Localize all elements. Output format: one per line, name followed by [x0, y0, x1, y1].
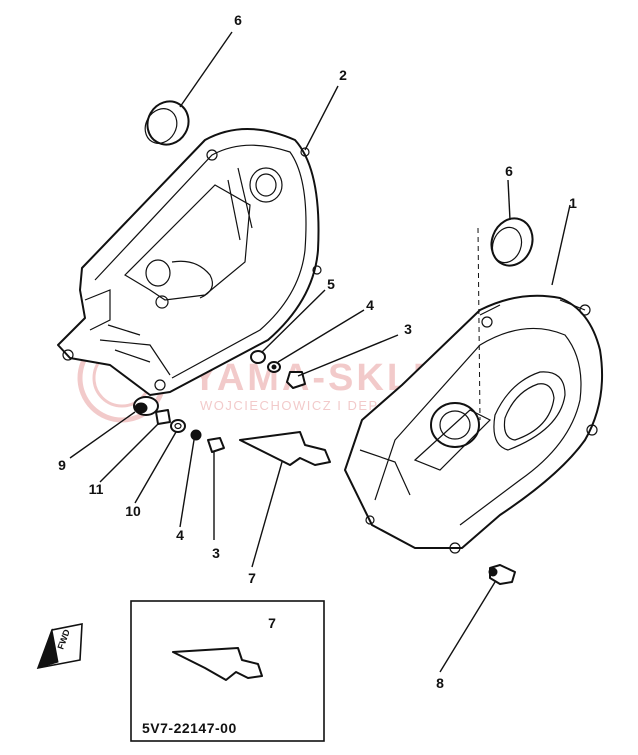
- part-4-washer-bottom: [190, 429, 202, 441]
- part-11-spacer: [155, 409, 171, 425]
- part-8-bolt: [488, 564, 516, 585]
- callout-8: 8: [436, 675, 444, 691]
- callout-4-top: 4: [366, 297, 374, 313]
- inset-box: 7 5V7-22147-00: [130, 600, 325, 742]
- callout-9: 9: [58, 457, 66, 473]
- part-10-washer: [170, 419, 186, 433]
- callout-2: 2: [339, 67, 347, 83]
- callout-11: 11: [89, 481, 104, 497]
- leader-lines: [69, 31, 571, 673]
- part-7-plate-main: [239, 431, 331, 466]
- callouts: 6 2 6 1 5 4 3 9 11 10 4 3 7 8: [58, 12, 577, 691]
- part-2-inner-cover: [57, 128, 322, 396]
- callout-7-inset: 7: [268, 615, 276, 631]
- callout-1: 1: [569, 195, 577, 211]
- callout-7-main: 7: [248, 570, 256, 586]
- part-9-collar: [133, 396, 159, 416]
- inset-part-number: 5V7-22147-00: [142, 720, 237, 736]
- callout-3-bottom: 3: [212, 545, 220, 561]
- callout-6-right: 6: [505, 163, 513, 179]
- part-4-washer-top: [267, 361, 281, 373]
- callout-4-bottom: 4: [176, 527, 184, 543]
- part-3-bolt-bottom: [207, 437, 225, 453]
- callout-10: 10: [125, 503, 141, 519]
- part-1-outer-cover: [344, 294, 604, 554]
- part-3-bolt-top: [286, 371, 306, 389]
- part-5-washer: [250, 350, 266, 364]
- part-6-cap-left: [144, 100, 190, 146]
- callout-3-top: 3: [404, 321, 412, 337]
- callout-5: 5: [327, 276, 335, 292]
- fwd-arrow-icon: FWD: [36, 623, 83, 670]
- part-6-cap-right: [490, 217, 534, 267]
- callout-6-left: 6: [234, 12, 242, 28]
